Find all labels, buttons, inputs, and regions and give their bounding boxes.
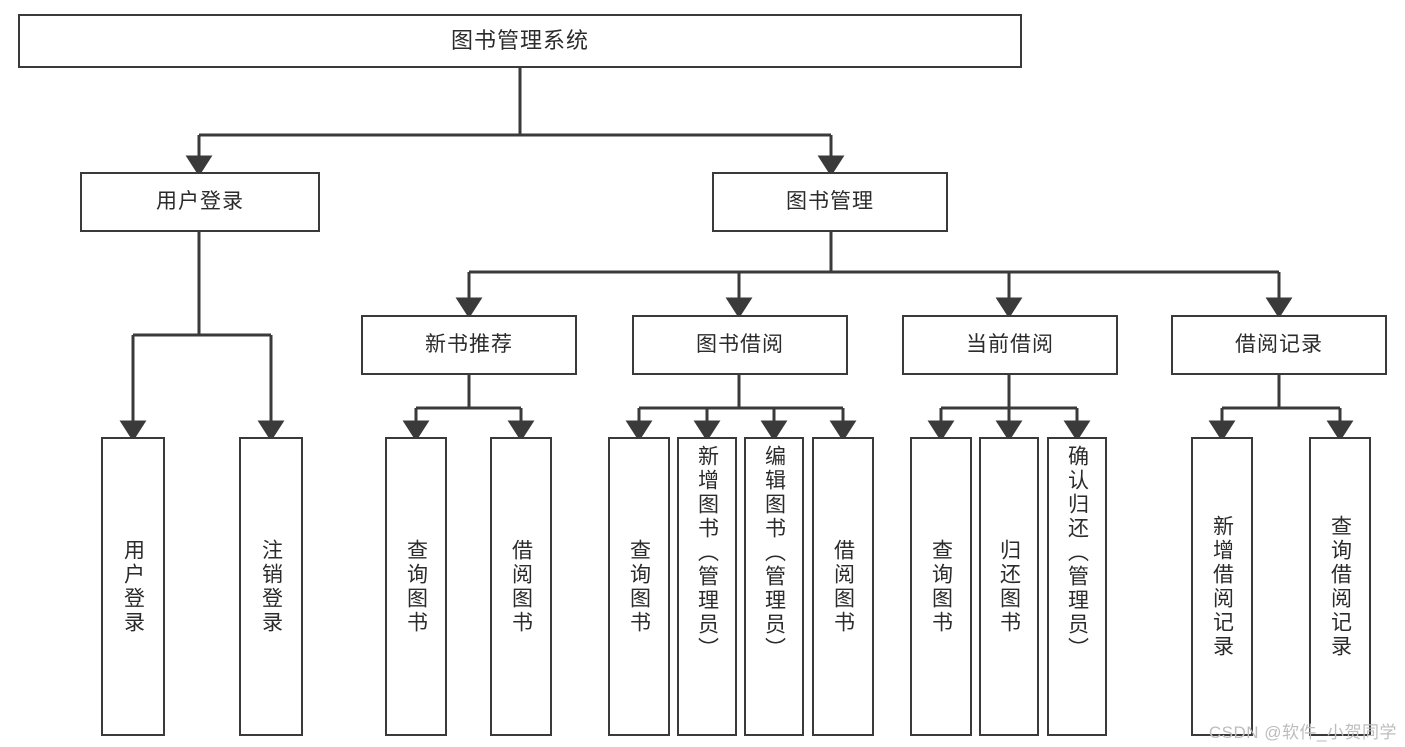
node-leaf-query-book-current[interactable]: 查询图书	[910, 437, 972, 736]
node-leaf-borrow-book[interactable]: 借阅图书	[812, 437, 874, 736]
node-label: 注销登录	[259, 538, 283, 635]
node-current-borrow[interactable]: 当前借阅	[902, 315, 1118, 375]
node-label: 新书推荐	[425, 332, 513, 356]
node-leaf-query-book-borrow[interactable]: 查询图书	[608, 437, 670, 736]
csdn-watermark: CSDN @软件_小贺同学	[1208, 723, 1397, 742]
node-label: 图书管理	[786, 189, 874, 213]
node-label: 图书管理系统	[450, 28, 589, 54]
node-label: 查询图书	[404, 538, 428, 635]
node-leaf-query-borrow-record[interactable]: 查询借阅记录	[1309, 437, 1371, 736]
node-leaf-logout[interactable]: 注销登录	[239, 437, 303, 736]
node-label: 借阅记录	[1235, 332, 1323, 356]
node-new-book-recommend[interactable]: 新书推荐	[361, 315, 577, 375]
node-book-management[interactable]: 图书管理	[712, 172, 948, 232]
node-label: 查询借阅记录	[1328, 514, 1352, 659]
node-label: 查询图书	[929, 538, 953, 635]
node-label: 用户登录	[156, 189, 244, 213]
node-label: 图书借阅	[696, 332, 784, 356]
node-leaf-query-book-recommend[interactable]: 查询图书	[385, 437, 447, 736]
node-label: 新增借阅记录	[1210, 514, 1234, 659]
node-label: 归还图书	[997, 538, 1021, 635]
node-book-borrow[interactable]: 图书借阅	[632, 315, 848, 375]
node-user-login[interactable]: 用户登录	[80, 172, 320, 232]
node-label: 用户登录	[121, 538, 145, 635]
node-label: 借阅图书	[831, 538, 855, 635]
node-label: 确认归还（管理员）	[1065, 445, 1089, 661]
node-label: 新增图书（管理员）	[695, 445, 719, 661]
node-label: 编辑图书（管理员）	[762, 445, 786, 661]
node-leaf-edit-book-admin[interactable]: 编辑图书（管理员）	[744, 437, 804, 736]
node-borrow-record[interactable]: 借阅记录	[1171, 315, 1387, 375]
node-leaf-borrow-book-recommend[interactable]: 借阅图书	[490, 437, 552, 736]
node-leaf-add-borrow-record[interactable]: 新增借阅记录	[1191, 437, 1253, 736]
node-label: 当前借阅	[966, 332, 1054, 356]
node-leaf-user-login[interactable]: 用户登录	[101, 437, 165, 736]
node-leaf-confirm-return-admin[interactable]: 确认归还（管理员）	[1047, 437, 1107, 736]
node-label: 借阅图书	[509, 538, 533, 635]
node-leaf-add-book-admin[interactable]: 新增图书（管理员）	[677, 437, 737, 736]
node-label: 查询图书	[627, 538, 651, 635]
node-leaf-return-book[interactable]: 归还图书	[979, 437, 1039, 736]
node-root-book-management-system[interactable]: 图书管理系统	[18, 14, 1022, 68]
